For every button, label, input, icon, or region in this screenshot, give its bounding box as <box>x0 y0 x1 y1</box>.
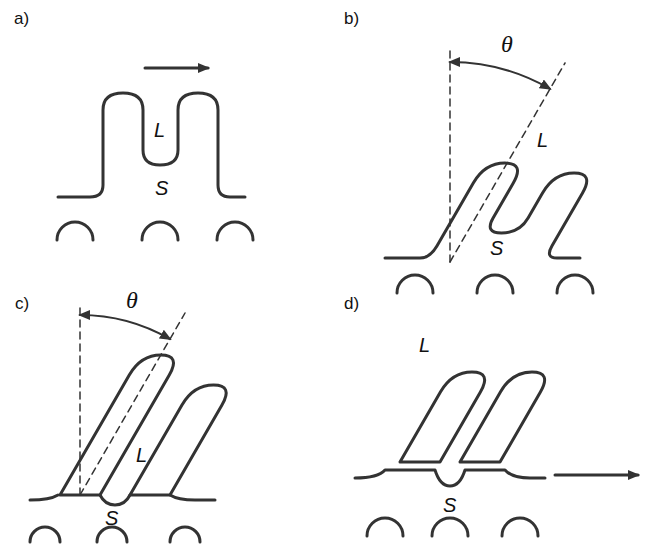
substrate-arcs <box>367 518 538 536</box>
vertical-reference <box>79 305 81 495</box>
phase-label: L <box>154 120 165 140</box>
cell-interface <box>30 495 215 505</box>
tilt-axis <box>450 63 565 262</box>
vertical-reference <box>449 50 451 262</box>
planar-interface <box>355 470 545 486</box>
growth-arrow <box>145 67 208 70</box>
phase-label: S <box>490 238 503 258</box>
detached-cell <box>400 372 492 462</box>
phase-label: S <box>105 508 118 528</box>
angle-symbol: θ <box>126 288 138 312</box>
angle-arc <box>450 62 550 89</box>
panel-letter: d) <box>344 295 359 312</box>
angle-arc <box>80 315 170 339</box>
tilt-axis <box>80 313 185 495</box>
phase-label: L <box>537 130 548 150</box>
panel-letter: a) <box>14 10 29 27</box>
tilted-cell <box>130 385 234 495</box>
angle-symbol: θ <box>501 32 513 56</box>
panel-letter: c) <box>15 295 29 312</box>
substrate-arcs <box>397 275 593 293</box>
phase-label: S <box>443 495 456 515</box>
phase-label: L <box>419 335 430 355</box>
detached-cell <box>460 372 552 462</box>
substrate-arcs <box>57 222 253 240</box>
panel-letter: b) <box>344 10 359 27</box>
phase-label: S <box>155 178 168 198</box>
cell-interface <box>58 93 245 197</box>
substrate-arcs <box>30 527 200 542</box>
phase-label: L <box>136 445 147 465</box>
tilted-cell-interface <box>385 163 635 258</box>
tilted-cell <box>60 355 181 495</box>
growth-arrow <box>555 474 638 477</box>
